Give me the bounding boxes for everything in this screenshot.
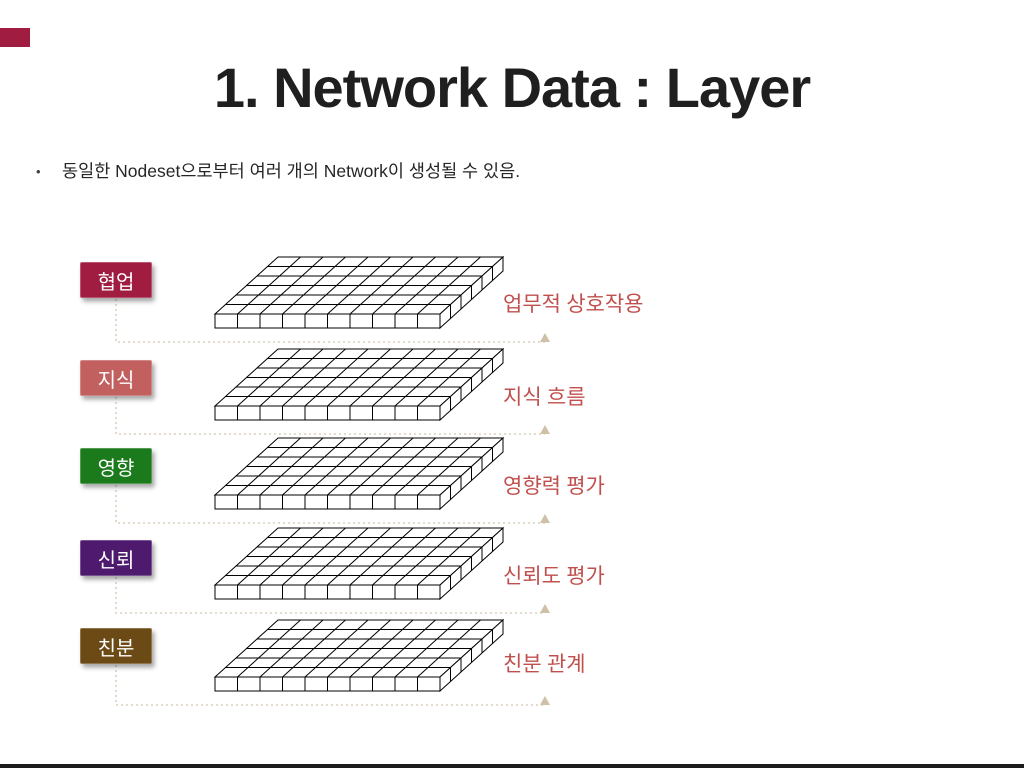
connector-arrow [540, 425, 550, 434]
layer-label-box-3: 영향 [80, 448, 152, 484]
connector-line [115, 397, 545, 435]
connector-arrow [540, 514, 550, 523]
connector-line [115, 665, 545, 706]
connector-arrow [540, 696, 550, 705]
connector-arrow [540, 604, 550, 613]
layer-caption-5: 친분 관계 [503, 652, 586, 676]
layer-caption-4: 신뢰도 평가 [503, 564, 605, 588]
layer-label-box-5: 친분 [80, 628, 152, 664]
connector-arrow [540, 333, 550, 342]
layer-label-box-1: 협업 [80, 262, 152, 298]
bullet-row: • 동일한 Nodeset으로부터 여러 개의 Network이 생성될 수 있… [36, 160, 520, 183]
bottom-edge-bar [0, 764, 1024, 768]
layer-caption-3: 영향력 평가 [503, 474, 605, 498]
layer-label-box-2: 지식 [80, 360, 152, 396]
connector-line [115, 577, 545, 614]
slide-accent-bar [0, 28, 30, 47]
page-title: 1. Network Data : Layer [213, 56, 811, 119]
bullet-text: 동일한 Nodeset으로부터 여러 개의 Network이 생성될 수 있음. [62, 161, 521, 181]
layer-caption-2: 지식 흐름 [503, 385, 586, 409]
layer-label-box-4: 신뢰 [80, 540, 152, 576]
bullet-marker: • [36, 164, 41, 179]
layer-caption-1: 업무적 상호작용 [503, 292, 644, 316]
